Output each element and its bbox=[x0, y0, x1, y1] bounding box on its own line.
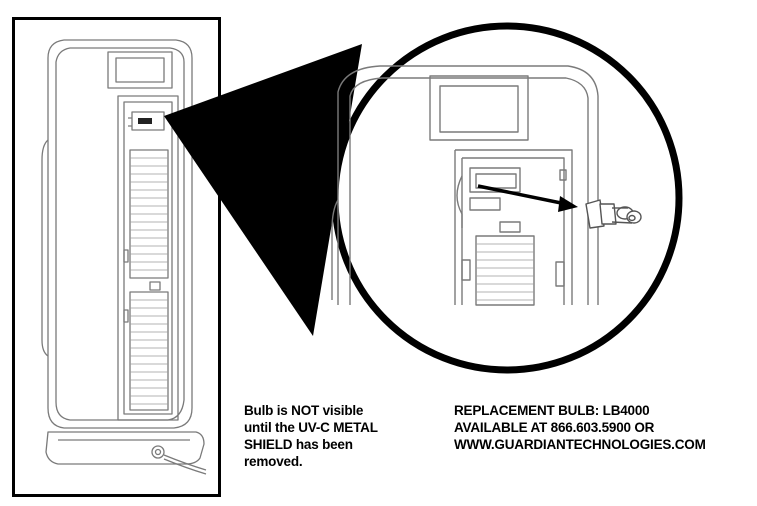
air-purifier-full-view bbox=[41, 39, 207, 475]
magnifier-wedge bbox=[164, 44, 362, 336]
zoom-circle bbox=[331, 22, 683, 374]
replacement-bulb-model: REPLACEMENT BULB: LB4000 bbox=[454, 403, 650, 418]
zoomed-bulb-detail bbox=[331, 65, 599, 306]
uv-c-bulb-icon bbox=[585, 199, 642, 229]
replacement-website: WWW.GUARDIANTECHNOLOGIES.COM bbox=[454, 437, 706, 452]
bulb-visibility-note: Bulb is NOT visible until the UV-C METAL… bbox=[244, 402, 419, 470]
left-panel-frame bbox=[12, 17, 221, 497]
replacement-bulb-info: REPLACEMENT BULB: LB4000 AVAILABLE AT 86… bbox=[454, 402, 754, 453]
note-line: Bulb is NOT visible bbox=[244, 403, 364, 418]
bulb-removal-arrow bbox=[477, 184, 578, 212]
note-line: until the UV-C METAL bbox=[244, 420, 378, 435]
note-line: removed. bbox=[244, 454, 303, 469]
note-line: SHIELD has been bbox=[244, 437, 353, 452]
replacement-phone: AVAILABLE AT 866.603.5900 OR bbox=[454, 420, 655, 435]
